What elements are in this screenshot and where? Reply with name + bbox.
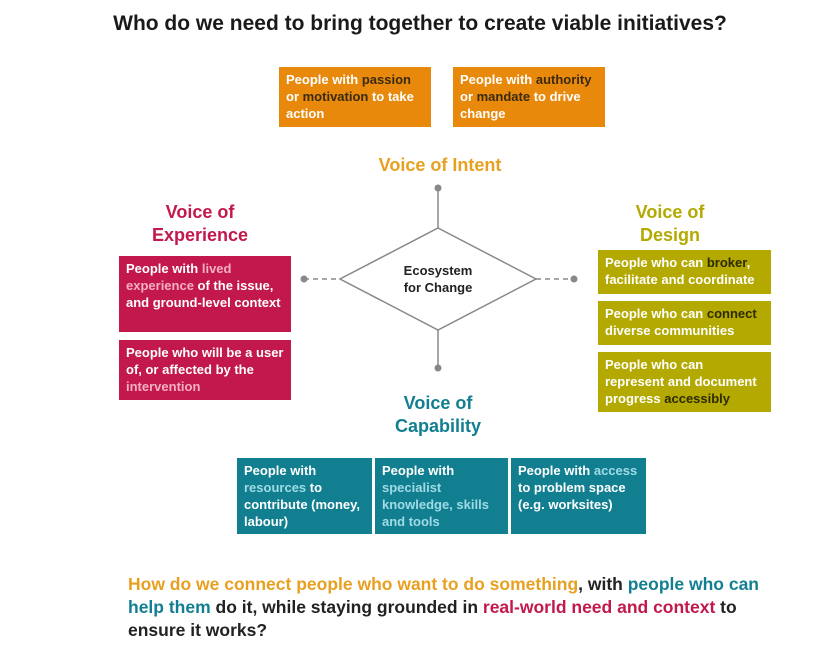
design-box-represent-highlight: accessibly [664, 391, 731, 406]
capability-box-access: People with access to problem space (e.g… [511, 458, 646, 534]
experience-box-user: People who will be a user of, or affecte… [119, 340, 291, 400]
intent-box-authority: People with authority or mandate to driv… [453, 67, 605, 127]
intent-box-passion-text-1: People with [286, 72, 362, 87]
capability-box-specialist-highlight: specialist knowledge, skills and tools [382, 480, 489, 529]
capability-box-access-text-1: People with [518, 463, 594, 478]
capability-box-resources-text-1: People with [244, 463, 317, 478]
voice-of-capability-line-2: Capability [394, 416, 482, 436]
question-part-3: , with [578, 574, 628, 594]
voice-of-capability-line-1: Voice of [403, 393, 473, 413]
intent-box-authority-highlight-1: authority [535, 72, 592, 87]
capability-box-access-highlight: access [593, 463, 638, 478]
connector-right-dot [570, 275, 578, 283]
design-box-broker-text-2: , facilitate and coordinate [605, 255, 755, 287]
design-box-broker-highlight: broker [706, 255, 747, 270]
question-part-5: do it, while staying grounded in [210, 597, 483, 617]
capability-box-resources-highlight: resources [244, 480, 307, 495]
voice-of-design-line-2: Design [639, 225, 700, 245]
connector-bottom-dot [434, 364, 442, 372]
voice-of-design-line-1: Voice of [635, 202, 705, 222]
voice-of-experience-line-1: Voice of [165, 202, 235, 222]
experience-box-lived-text-2: of the issue, and ground-level context [126, 278, 281, 310]
intent-box-authority-highlight-2: mandate [476, 89, 531, 104]
design-box-broker: People who can broker, facilitate and co… [598, 250, 771, 294]
voice-of-experience-label: Voice of Experience [120, 201, 280, 247]
design-box-connect: People who can connect diverse communiti… [598, 301, 771, 345]
design-box-represent-text-1: People who can represent and document pr… [605, 357, 757, 406]
connector-left-dot [300, 275, 308, 283]
voice-of-design-label: Voice of Design [610, 201, 730, 247]
ecosystem-label-line-1: Ecosystem [403, 263, 473, 278]
intent-box-passion-highlight-1: passion [361, 72, 411, 87]
experience-box-lived-text-1: People with [126, 261, 202, 276]
experience-box-user-highlight: intervention [126, 379, 201, 394]
design-box-broker-text-1: People who can [605, 255, 707, 270]
question-part-1: How do we connect [128, 574, 297, 594]
ecosystem-for-change-label: Ecosystem for Change [388, 262, 488, 296]
question-part-4: people who can help them [128, 574, 760, 617]
voice-of-experience-line-2: Experience [151, 225, 249, 245]
intent-box-passion-text-3: to take action [286, 89, 414, 121]
question-part-6: real-world need and context [482, 597, 716, 617]
voice-of-intent-label: Voice of Intent [378, 155, 502, 175]
intent-box-passion-text-2: or [286, 89, 303, 104]
ecosystem-label-line-2: for Change [403, 280, 473, 295]
capability-box-specialist: People with specialist knowledge, skills… [375, 458, 508, 534]
question-part-2: people who want to do something [296, 574, 579, 594]
design-box-connect-text-1: People who can [605, 306, 707, 321]
capability-box-specialist-text-1: People with [382, 463, 455, 478]
intent-box-authority-text-3: to drive change [460, 89, 581, 121]
experience-box-user-text-1: People who will be a user of, or affecte… [126, 345, 284, 377]
capability-box-resources-text-2: to contribute (money, labour) [244, 480, 361, 529]
intent-box-passion: People with passion or motivation to tak… [279, 67, 431, 127]
connector-top-dot [434, 184, 442, 192]
intent-box-authority-text-1: People with [460, 72, 536, 87]
guiding-question: How do we connect people who want to do … [128, 573, 788, 642]
intent-box-authority-text-2: or [460, 89, 477, 104]
ecosystem-diamond [338, 227, 538, 331]
design-box-represent: People who can represent and document pr… [598, 352, 771, 412]
design-box-connect-text-2: diverse communities [605, 323, 735, 338]
voice-of-capability-label: Voice of Capability [358, 392, 518, 438]
question-part-7: to ensure it works? [128, 597, 737, 640]
intent-box-passion-highlight-2: motivation [302, 89, 369, 104]
diagram-title: Who do we need to bring together to crea… [113, 12, 727, 35]
capability-box-resources: People with resources to contribute (mon… [237, 458, 372, 534]
experience-box-lived: People with lived experience of the issu… [119, 256, 291, 332]
design-box-connect-highlight: connect [706, 306, 757, 321]
experience-box-lived-highlight: lived experience [126, 261, 232, 293]
capability-box-access-text-2: to problem space (e.g. worksites) [518, 480, 626, 512]
